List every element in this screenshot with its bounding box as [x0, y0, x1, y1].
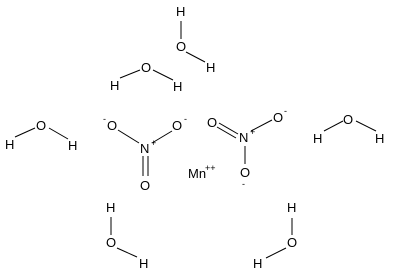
hydrogen-atom: H — [106, 200, 115, 215]
nitrate-ion-2: O N + O - O - — [207, 106, 287, 189]
bond-o-h — [14, 127, 36, 138]
nitrogen-atom: N — [239, 130, 248, 145]
water-molecule-3: H O H — [5, 118, 77, 153]
bond-o-h — [185, 51, 206, 63]
oxygen-atom: O — [176, 39, 186, 54]
hydrogen-atom: H — [176, 4, 185, 19]
oxygen-atom: O — [140, 178, 150, 193]
bond-n-o — [250, 119, 273, 132]
hydrogen-atom: H — [139, 256, 148, 271]
bond-o-h — [323, 120, 344, 132]
minus-charge: - — [284, 106, 287, 116]
hydrogen-atom: H — [313, 131, 322, 146]
bond-o-h — [119, 69, 141, 79]
hydrogen-atom: H — [110, 78, 119, 93]
water-molecule-1: H O H — [176, 4, 215, 75]
double-bond-o-n — [218, 122, 239, 135]
double-bond-o-n — [216, 126, 237, 139]
bond-o-n — [117, 129, 140, 144]
nitrogen-atom: N — [140, 141, 149, 156]
bond-o-h — [152, 69, 174, 81]
oxygen-atom: O — [36, 118, 46, 133]
water-molecule-6: H O H — [253, 200, 297, 271]
minus-charge: - — [242, 179, 245, 189]
minus-charge: - — [184, 114, 187, 124]
manganese-charge: ++ — [205, 163, 216, 173]
manganese-ion: Mn ++ — [188, 163, 216, 181]
oxygen-atom: O — [106, 235, 116, 250]
plus-charge: + — [250, 127, 255, 137]
hydrogen-atom: H — [68, 138, 77, 153]
hydrogen-atom: H — [206, 60, 215, 75]
manganese-atom: Mn — [188, 166, 206, 181]
bond-o-h — [355, 120, 377, 132]
water-molecule-2: H O H — [110, 60, 182, 94]
oxygen-atom: O — [107, 118, 117, 133]
bond-o-h — [116, 247, 138, 258]
oxygen-atom: O — [343, 112, 353, 127]
oxygen-atom: O — [273, 110, 283, 125]
oxygen-atom: O — [240, 165, 250, 180]
hydrogen-atom: H — [253, 256, 262, 271]
oxygen-atom: O — [172, 118, 182, 133]
minus-charge: - — [103, 114, 106, 124]
bond-n-o — [151, 130, 173, 144]
hydrogen-atom: H — [287, 200, 296, 215]
water-molecule-5: H O H — [106, 200, 148, 271]
water-molecule-4: H O H — [313, 112, 384, 146]
oxygen-atom: O — [207, 115, 217, 130]
hydrogen-atom: H — [173, 79, 182, 94]
hydrogen-atom: H — [375, 131, 384, 146]
bond-o-h — [48, 127, 69, 140]
oxygen-atom: O — [287, 235, 297, 250]
hydrogen-atom: H — [5, 137, 14, 152]
oxygen-atom: O — [141, 60, 151, 75]
plus-charge: + — [151, 138, 156, 148]
nitrate-ion-1: - O O - N + O — [103, 114, 187, 193]
bond-o-h — [265, 247, 287, 259]
